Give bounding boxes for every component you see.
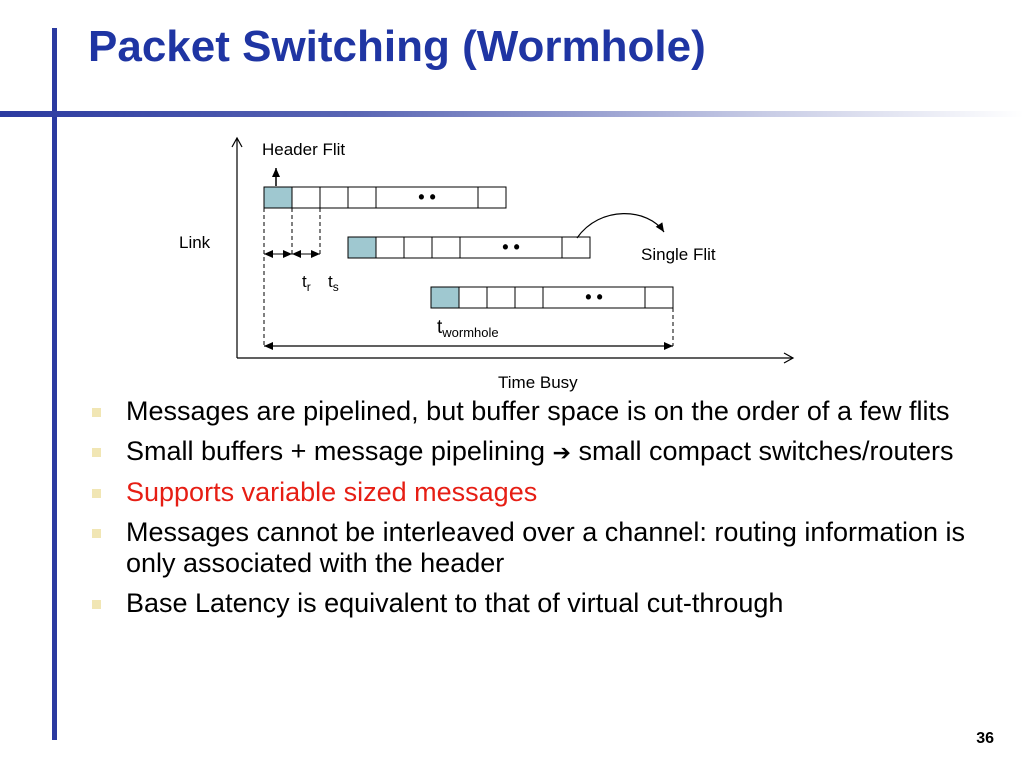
bullet-text: Supports variable sized messages [126, 477, 538, 507]
bullet-item: Base Latency is equivalent to that of vi… [88, 588, 998, 619]
single-flit-arrow [576, 213, 665, 239]
link-axis-label: Link [179, 233, 211, 252]
packet-row-1-ellipsis: • • [418, 187, 436, 207]
packet-row-2 [347, 236, 591, 259]
title-underline-bar [0, 111, 1024, 117]
single-flit-label: Single Flit [641, 245, 716, 264]
left-accent-bar [52, 28, 57, 740]
bullet-square-icon [92, 529, 101, 538]
bullet-square-icon [92, 408, 101, 417]
header-flit-label: Header Flit [262, 140, 345, 159]
bullet-square-icon [92, 600, 101, 609]
bullet-text: Messages are pipelined, but buffer space… [126, 396, 950, 426]
bullet-text-after: small compact switches/routers [570, 436, 954, 466]
bullet-text: Messages cannot be interleaved over a ch… [126, 517, 965, 578]
bullet-item: Messages cannot be interleaved over a ch… [88, 517, 998, 579]
packet-row-1 [263, 186, 507, 209]
tr-label: tr [302, 272, 311, 294]
bullet-text-before: Small buffers + message pipelining [126, 436, 553, 466]
wormhole-timing-diagram: Header Flit • • • • • • tr ts tw [179, 136, 795, 392]
right-arrow-icon: ➔ [552, 440, 571, 465]
bullet-item: Small buffers + message pipelining ➔ sma… [88, 436, 998, 468]
bullet-list: Messages are pipelined, but buffer space… [88, 396, 998, 628]
bullet-square-icon [92, 489, 101, 498]
packet-row-3 [430, 286, 674, 309]
slide-title: Packet Switching (Wormhole) [88, 22, 706, 71]
bullet-text: Base Latency is equivalent to that of vi… [126, 588, 784, 618]
bullet-square-icon [92, 448, 101, 457]
t-wormhole-label: twormhole [437, 317, 499, 340]
time-busy-axis-label: Time Busy [498, 373, 578, 392]
packet-row-2-ellipsis: • • [502, 237, 520, 257]
bullet-item-highlight: Supports variable sized messages [88, 477, 998, 508]
page-number: 36 [976, 730, 994, 747]
bullet-item: Messages are pipelined, but buffer space… [88, 396, 998, 427]
packet-row-3-ellipsis: • • [585, 287, 603, 307]
ts-label: ts [328, 272, 339, 294]
